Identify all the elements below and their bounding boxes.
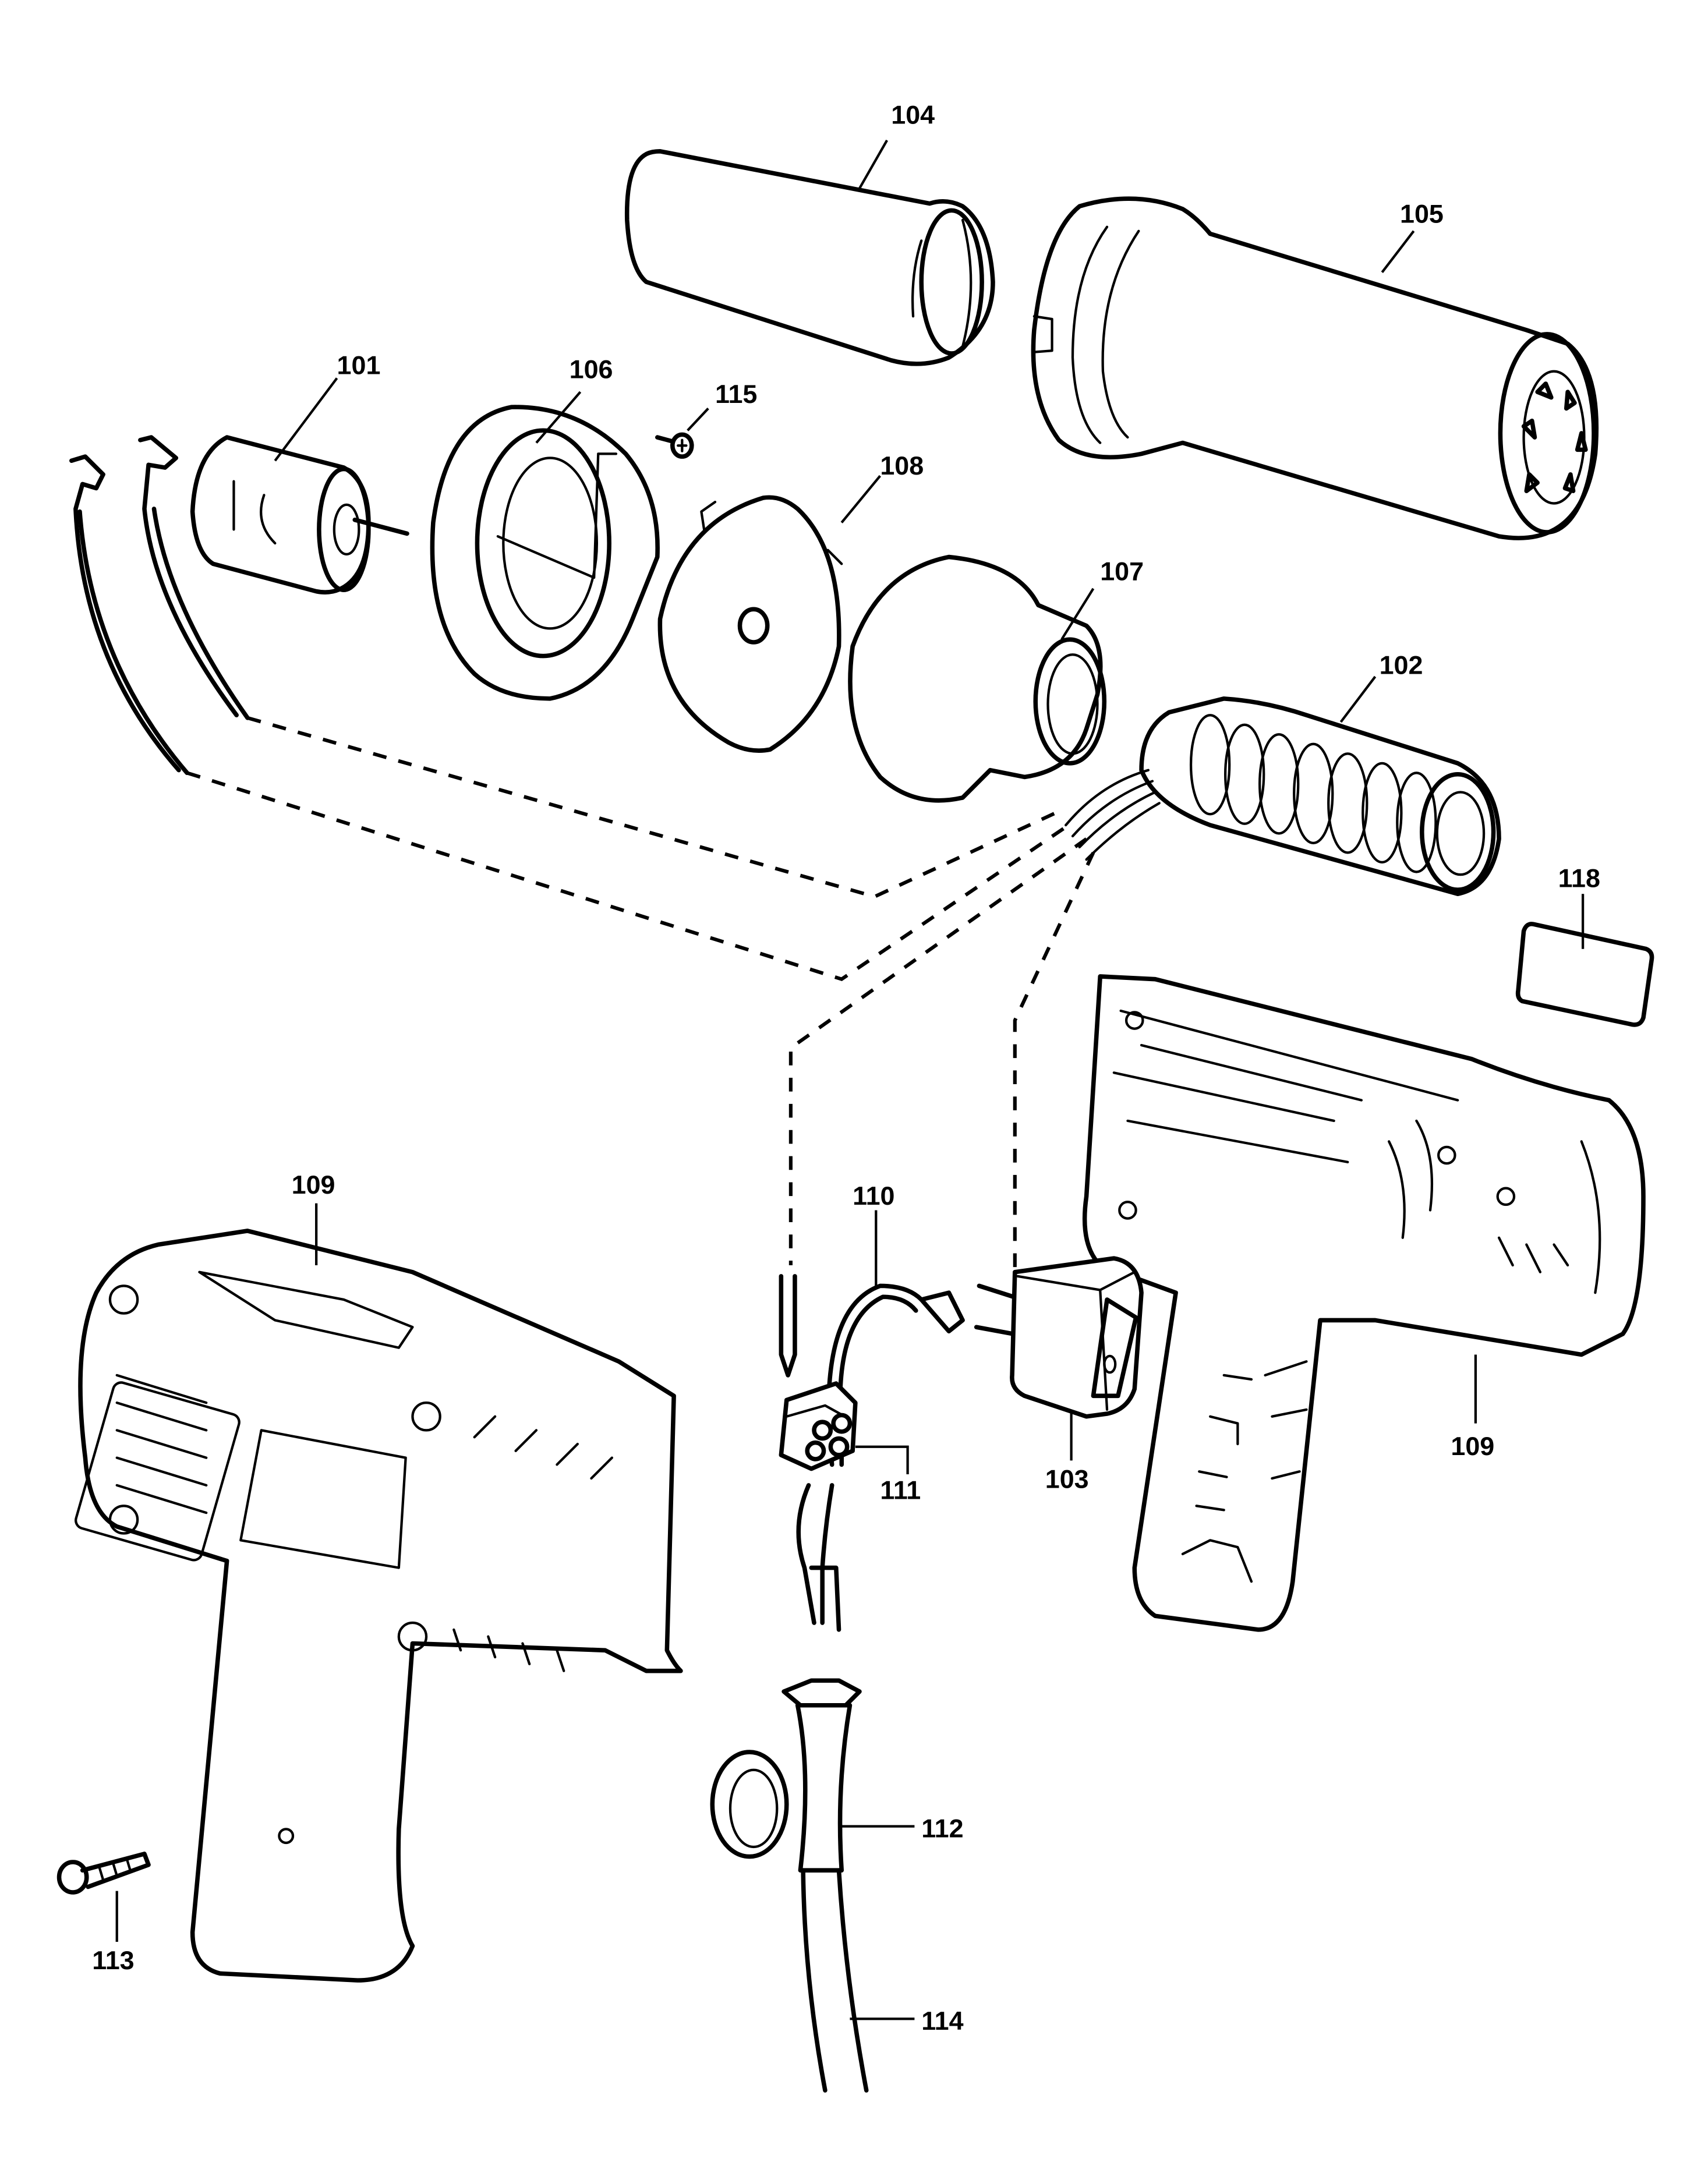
callout-109-left: 109 xyxy=(292,1170,335,1265)
part-103-rocker-switch xyxy=(974,1256,1144,1419)
part-101-motor xyxy=(69,435,409,776)
part-label-109-right: 109 xyxy=(1451,1431,1494,1461)
part-110-terminal-block xyxy=(779,1381,858,1471)
callout-115: 115 xyxy=(687,379,757,431)
part-label-105: 105 xyxy=(1400,199,1444,229)
callout-108: 108 xyxy=(840,451,924,523)
callout-107: 107 xyxy=(1060,557,1144,640)
callout-112: 113 xyxy=(92,1891,135,1975)
part-label-108: 108 xyxy=(880,451,924,480)
part-118-label xyxy=(1515,922,1654,1027)
part-label-112: 113 xyxy=(92,1945,134,1975)
part-label-103: 103 xyxy=(1045,1464,1089,1494)
callout-101: 101 xyxy=(274,350,381,462)
callout-106: 106 xyxy=(535,355,613,444)
callout-113: 112 xyxy=(841,1814,964,1843)
part-label-104: 104 xyxy=(891,100,935,130)
part-105-nozzle xyxy=(1031,196,1599,540)
callout-111: 110 xyxy=(853,1181,895,1286)
callout-114: 114 xyxy=(850,2006,964,2036)
part-107-air-guide xyxy=(848,554,1107,803)
part-label-118: 118 xyxy=(1558,863,1600,893)
callout-118: 118 xyxy=(1558,863,1600,949)
part-label-115: 115 xyxy=(715,379,757,409)
part-109-housing-left xyxy=(75,1229,683,1983)
callout-103: 103 xyxy=(1045,1409,1089,1494)
part-108-fan xyxy=(657,495,843,753)
callout-105: 105 xyxy=(1381,199,1444,273)
part-label-102: 102 xyxy=(1380,650,1423,679)
part-115-screw xyxy=(655,432,694,459)
part-106-fan-housing xyxy=(430,405,660,701)
callout-104: 104 xyxy=(858,100,935,189)
callout-110: 111 xyxy=(855,1445,921,1505)
part-label-113: 112 xyxy=(921,1814,963,1843)
part-112-screw xyxy=(56,1852,151,1895)
part-113-cord-protector xyxy=(710,1483,862,1873)
part-label-114: 114 xyxy=(921,2006,963,2036)
part-104-inner-tube xyxy=(624,149,995,366)
wiring-guide-lines xyxy=(186,716,1095,1279)
part-102-heating-element xyxy=(1065,696,1501,897)
callout-102: 102 xyxy=(1339,650,1423,723)
part-114-power-cord xyxy=(801,1868,869,2093)
part-label-106: 106 xyxy=(570,355,613,384)
part-label-101: 101 xyxy=(337,350,381,380)
part-label-111: 110 xyxy=(853,1181,894,1211)
part-label-107: 107 xyxy=(1100,557,1144,586)
part-109-housing-right xyxy=(1082,974,1646,1632)
part-label-110: 111 xyxy=(880,1475,921,1505)
part-label-109-left: 109 xyxy=(292,1170,335,1199)
callout-109-right: 109 xyxy=(1451,1354,1494,1461)
